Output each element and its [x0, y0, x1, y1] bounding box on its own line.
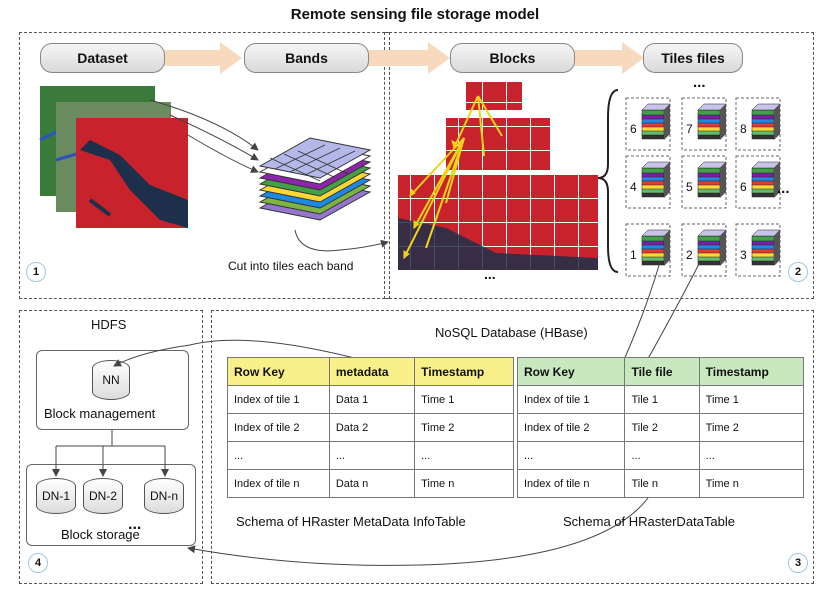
tile-stack [625, 223, 671, 277]
diagram-title: Remote sensing file storage model [290, 6, 540, 23]
tile-number: 6 [630, 122, 637, 136]
stage-bands: Bands [244, 43, 369, 73]
namenode-cylinder: NN [92, 360, 130, 400]
block-management-label: Block management [44, 406, 156, 421]
dataset-images [39, 86, 389, 252]
blocks-ellipsis: ... [484, 266, 496, 282]
tile-stack [625, 155, 671, 209]
band-stack [258, 137, 372, 221]
table-cell: Index of tile 1 [227, 385, 330, 414]
table-cell: Index of tile 1 [516, 385, 626, 414]
tiles-top-ellipsis: ... [693, 74, 706, 91]
tile-number: 1 [630, 248, 637, 262]
tile-stack [681, 155, 727, 209]
datanode-1: DN-1 [36, 478, 76, 514]
table-cell: Index of tile n [227, 469, 330, 498]
datanode-n: DN-n [144, 478, 184, 514]
table-cell: Time n [698, 469, 805, 498]
panel-4-hdfs [19, 310, 203, 584]
panel-3-nosql [211, 310, 814, 584]
stage-dataset: Dataset [40, 43, 165, 73]
metadata-table-header-cell: Row Key [227, 357, 330, 386]
datanode-ellipsis: ... [128, 516, 142, 533]
tile-stack [735, 97, 781, 151]
panel-2 [384, 32, 814, 299]
hdfs-title: HDFS [91, 317, 127, 332]
table-cell: Data 2 [328, 413, 416, 442]
table-cell: Time 1 [414, 385, 514, 414]
table-cell: ... [414, 441, 514, 470]
datanode-2: DN-2 [83, 478, 123, 514]
tile-stack [735, 223, 781, 277]
table-cell: Data 1 [328, 385, 416, 414]
tile-stack [625, 97, 671, 151]
tile-number: 3 [740, 248, 747, 262]
tile-stack [735, 155, 781, 209]
table-cell: Time 2 [414, 413, 514, 442]
table-cell: Tile 2 [624, 413, 700, 442]
stage-arrow-1 [162, 42, 242, 74]
panel-1-badge: 1 [26, 262, 46, 282]
satellite-image-front [76, 118, 188, 228]
tile-stack [681, 97, 727, 151]
data-table-caption: Schema of HRasterDataTable [563, 514, 735, 529]
table-cell: Index of tile 2 [516, 413, 626, 442]
table-cell: ... [624, 441, 700, 470]
data-table-header-cell: Row Key [516, 357, 626, 386]
stage-tiles: Tiles files [643, 43, 743, 73]
block-pyramid [398, 82, 619, 273]
tile-number: 4 [630, 180, 637, 194]
pyramid-level-top [466, 82, 522, 110]
metadata-table-header-cell: metadata [328, 357, 416, 386]
stage-arrow-3 [570, 42, 644, 74]
table-cell: ... [516, 441, 626, 470]
metadata-table-caption: Schema of HRaster MetaData InfoTable [236, 514, 466, 529]
panel-2-badge: 2 [788, 262, 808, 282]
table-cell: Index of tile 2 [227, 413, 330, 442]
table-cell: ... [698, 441, 805, 470]
table-cell: Index of tile n [516, 469, 626, 498]
metadata-table-header-cell: Timestamp [414, 357, 514, 386]
table-row: ......... [516, 441, 805, 470]
table-cell: Tile 1 [624, 385, 700, 414]
tile-number: 7 [686, 122, 693, 136]
tile-number: 5 [686, 180, 693, 194]
table-row: ......... [227, 441, 514, 470]
panel-3-badge: 3 [788, 553, 808, 573]
tile-number: 6 [740, 180, 747, 194]
tiles-right-ellipsis: ... [777, 180, 790, 197]
data-table-header-cell: Timestamp [698, 357, 805, 386]
table-cell: Tile n [624, 469, 700, 498]
tile-stacks [625, 97, 781, 277]
table-cell: ... [328, 441, 416, 470]
data-table-header-cell: Tile file [624, 357, 700, 386]
table-cell: Time 2 [698, 413, 805, 442]
tile-stack [681, 223, 727, 277]
tile-number: 2 [686, 248, 693, 262]
table-cell: Time 1 [698, 385, 805, 414]
nosql-title: NoSQL Database (HBase) [435, 325, 588, 340]
panel-4-badge: 4 [28, 553, 48, 573]
block-storage-label: Block storage [61, 527, 140, 542]
cut-label: Cut into tiles each band [228, 259, 354, 273]
stage-blocks: Blocks [450, 43, 575, 73]
table-cell: ... [227, 441, 330, 470]
tile-number: 8 [740, 122, 747, 136]
panel-1 [19, 32, 390, 299]
table-cell: Time n [414, 469, 514, 498]
table-cell: Data n [328, 469, 416, 498]
